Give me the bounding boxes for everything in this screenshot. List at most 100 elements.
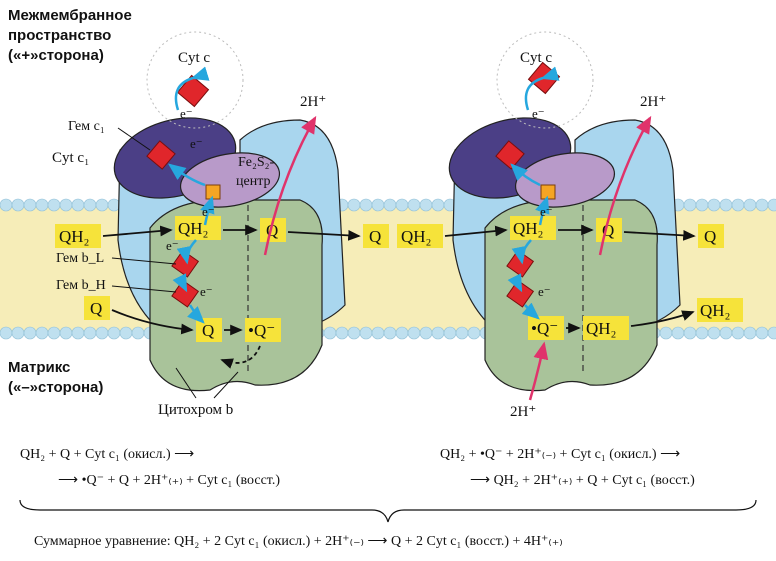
- e-label-5: e⁻: [200, 284, 213, 299]
- lipid-head-top: [719, 198, 733, 212]
- e-label-2: e⁻: [190, 136, 203, 151]
- right-q-released-label: Q: [704, 227, 716, 246]
- lipid-head-bottom: [707, 326, 721, 340]
- right-2h-top-label: 2H⁺: [640, 94, 666, 110]
- lipid-head-top: [767, 198, 776, 212]
- right-semiq-box: [528, 316, 564, 340]
- lipid-head-top: [707, 198, 721, 212]
- right-e-to-semiq: [521, 302, 540, 320]
- lipid-head-top: [35, 198, 49, 212]
- left-qh2-qo-label: QH₂: [178, 219, 208, 238]
- right-2h-bottom-label: 2H⁺: [510, 404, 536, 420]
- lipid-head-top: [0, 198, 13, 212]
- lipid-head-bottom: [335, 326, 349, 340]
- heme-c1-leader: [117, 127, 151, 151]
- lipid-head-top: [683, 198, 697, 212]
- right-qh2-released-box: [697, 298, 743, 322]
- left-qh2-outside-box: [55, 224, 101, 248]
- left-arrow-q-in: [111, 309, 194, 335]
- left-e-to-q: [187, 304, 205, 324]
- lipid-head-bottom: [743, 326, 757, 340]
- left-arrow-semiq-loop: [220, 345, 261, 369]
- heme-bh-leader: [111, 285, 177, 293]
- lipid-head-bottom: [371, 326, 385, 340]
- lipid-head-bottom: [11, 326, 25, 340]
- right-arrow-q-out: [623, 229, 696, 241]
- lipid-head-bottom: [83, 326, 97, 340]
- cytb-leader-1: [175, 367, 197, 399]
- e-label-4: e⁻: [166, 238, 179, 253]
- lipid-head-bottom: [59, 326, 73, 340]
- lipid-head-top: [47, 198, 61, 212]
- lipid-head-bottom: [95, 326, 109, 340]
- summary-brace: [19, 499, 757, 523]
- complex-right: [448, 31, 681, 392]
- left-semiq-label: •Q⁻: [248, 321, 275, 340]
- left-e-to-bl: [176, 239, 197, 265]
- lipid-head-top: [347, 198, 361, 212]
- e-label-7: e⁻: [540, 204, 553, 219]
- left-e-to-c1: [167, 163, 206, 187]
- lipid-head-bottom: [659, 326, 673, 340]
- right-cytc-heme: [527, 61, 561, 95]
- left-arrow-qh2-in: [102, 225, 173, 237]
- left-qh2-qo-box: [175, 216, 221, 240]
- lipid-head-top: [95, 198, 109, 212]
- right-qh2-outside-box: [397, 224, 443, 248]
- lipid-head-bottom: [71, 326, 85, 340]
- lipid-head-bottom: [419, 326, 433, 340]
- right-heme-c1: [495, 140, 525, 170]
- eq-left-line1: QH₂ + Q + Cyt c₁ (окисл.) ⟶: [20, 447, 194, 462]
- left-cytc-label: Cyt c: [178, 50, 210, 66]
- lipid-head-bottom: [719, 326, 733, 340]
- left-arrows: [102, 66, 361, 369]
- lipid-head-top: [11, 198, 25, 212]
- lipid-head-bottom: [407, 326, 421, 340]
- lipid-head-top: [743, 198, 757, 212]
- left-e-to-cytc: [174, 66, 210, 111]
- lipid-head-bottom: [383, 326, 397, 340]
- left-e-to-bh: [172, 273, 188, 293]
- heme-bl-label: Гем b_L: [56, 251, 104, 266]
- lipid-head-top: [71, 198, 85, 212]
- right-qh2-released-label: QH₂: [700, 301, 730, 320]
- lipid-head-top: [755, 198, 769, 212]
- left-arrow-q-out: [287, 230, 361, 241]
- left-q-outside-label: Q: [90, 299, 102, 318]
- right-qh2-qi-box: [583, 316, 629, 340]
- ims-label-line3: («+»сторона): [8, 47, 104, 64]
- lipid-head-bottom: [323, 326, 337, 340]
- eq-right-line2: ⟶ QH₂ + 2H⁺₍₊₎ + Q + Cyt c₁ (восст.): [470, 473, 695, 488]
- right-qh2-outside-label: QH₂: [401, 227, 431, 246]
- lipid-head-bottom: [347, 326, 361, 340]
- left-cytc-heme: [176, 74, 210, 108]
- lipid-head-bottom: [755, 326, 769, 340]
- e-label-6: e⁻: [532, 106, 545, 121]
- lipid-head-top: [419, 198, 433, 212]
- lipid-head-bottom: [731, 326, 745, 340]
- lipid-head-bottom: [0, 326, 13, 340]
- heme-c1-label: Гем c₁: [68, 119, 105, 134]
- cyt-c1-label: Cyt c₁: [52, 150, 89, 166]
- eq-left-line2: ⟶ •Q⁻ + Q + 2H⁺₍₊₎ + Cyt c₁ (восст.): [58, 473, 280, 488]
- right-fes-cluster: [540, 184, 556, 200]
- left-fes-cluster: [205, 184, 221, 200]
- lipid-head-bottom: [35, 326, 49, 340]
- right-fes-center: [514, 152, 616, 208]
- lipid-head-bottom: [431, 326, 445, 340]
- left-q-released-label: Q: [369, 227, 381, 246]
- lipid-head-top: [383, 198, 397, 212]
- eq-summary: Суммарное уравнение: QH₂ + 2 Cyt c₁ (оки…: [34, 534, 563, 549]
- right-quinones: QH₂ QH₂ Q Q •Q⁻ QH₂ QH₂: [397, 216, 743, 340]
- right-qh2-qo-box: [510, 216, 556, 240]
- lipid-head-bottom: [671, 326, 685, 340]
- ims-label-line2: пространство: [8, 27, 111, 44]
- lipid-head-top: [23, 198, 37, 212]
- e-label-1: e⁻: [180, 106, 193, 121]
- lipid-head-top: [83, 198, 97, 212]
- left-semiq-box: [245, 318, 281, 342]
- left-q-released-box: [363, 224, 389, 248]
- right-qh2-qo-label: QH₂: [513, 219, 543, 238]
